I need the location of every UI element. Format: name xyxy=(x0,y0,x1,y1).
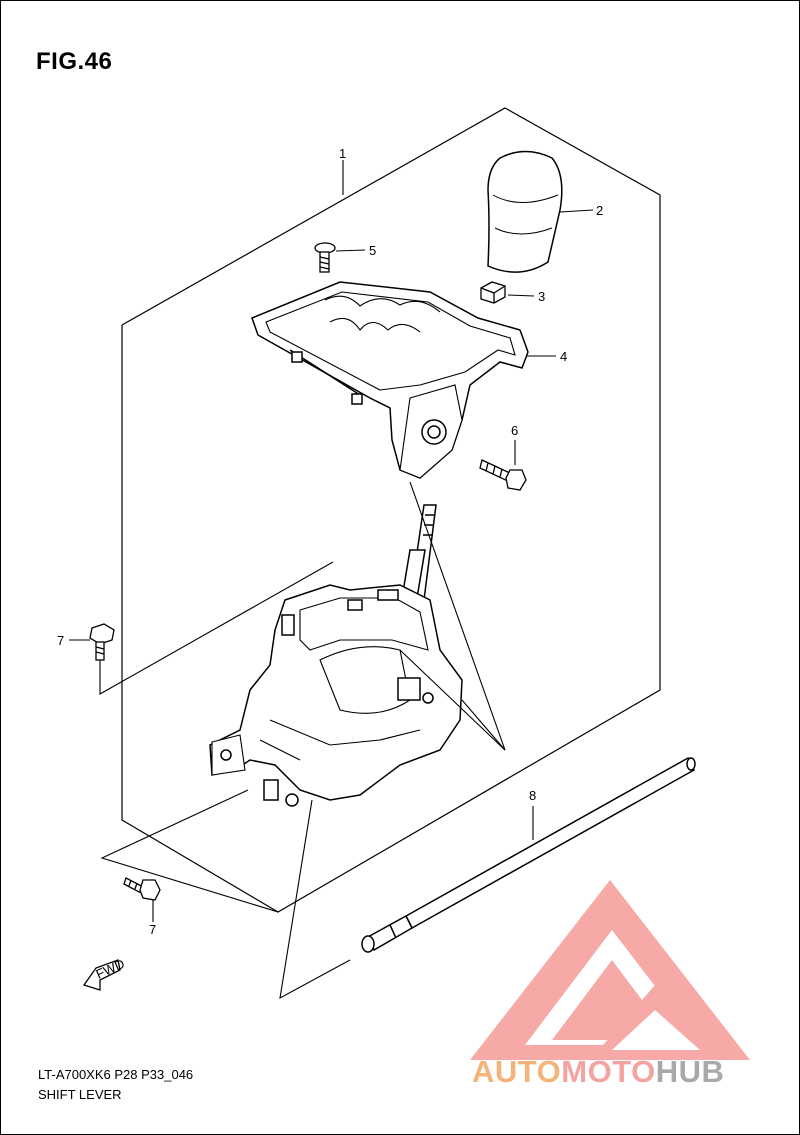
reference-code: LT-A700XK6 P28 P33_046 xyxy=(38,1067,194,1082)
assembly-boundary xyxy=(121,107,661,913)
callout-4: 4 xyxy=(560,349,567,364)
callout-2: 2 xyxy=(596,203,603,218)
leader-lines xyxy=(69,160,594,1000)
callout-6: 6 xyxy=(511,423,518,438)
bolt-7-lower xyxy=(123,877,161,901)
lever-housing xyxy=(209,584,463,807)
watermark-text: AUTOMOTOHUB xyxy=(472,1054,724,1090)
watermark-part-auto: AUTO xyxy=(472,1054,562,1089)
gate-cover xyxy=(251,281,529,479)
callout-3: 3 xyxy=(538,289,545,304)
watermark-part-hub: HUB xyxy=(655,1054,725,1089)
watermark-part-moto: MOTO xyxy=(561,1054,656,1089)
nut xyxy=(480,281,506,304)
callout-labels: 1 2 3 4 5 6 7 7 8 xyxy=(57,146,603,937)
bolt-6 xyxy=(479,459,527,491)
link-rod xyxy=(361,756,696,953)
callout-1: 1 xyxy=(339,146,346,161)
figure-title: FIG.46 xyxy=(36,48,113,75)
callout-7-lower: 7 xyxy=(149,922,156,937)
fwd-arrow-icon xyxy=(82,959,121,991)
assembly-name: SHIFT LEVER xyxy=(38,1087,122,1102)
bolt-7-upper xyxy=(89,623,115,661)
callout-7-upper: 7 xyxy=(57,633,64,648)
fwd-arrow-label: FWD xyxy=(94,956,127,982)
callout-5: 5 xyxy=(369,243,376,258)
watermark-logo xyxy=(470,880,750,1060)
shift-knob xyxy=(487,150,563,273)
screw xyxy=(314,242,336,273)
callout-8: 8 xyxy=(529,788,536,803)
